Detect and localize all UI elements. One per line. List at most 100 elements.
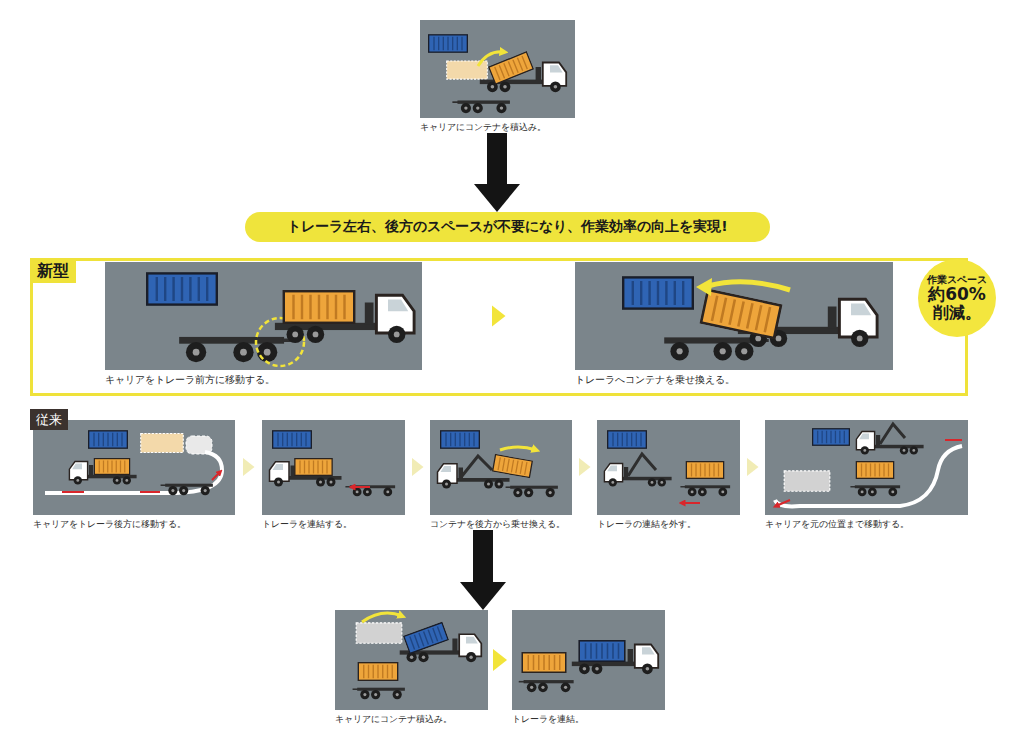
step-panel: キャリアにコンテナを積込み。 — [420, 20, 575, 133]
panel-art — [604, 431, 730, 503]
flow-arrow — [487, 133, 507, 184]
trailer — [161, 484, 213, 496]
container — [441, 431, 480, 448]
truck — [572, 645, 658, 675]
step-panel: トレーラの連結を外す。 — [597, 420, 740, 530]
container — [284, 291, 354, 323]
section-tab: 従来 — [30, 409, 68, 430]
truck — [856, 432, 923, 455]
motion-arrow — [352, 486, 370, 488]
step-arrow — [422, 316, 575, 317]
image-panel — [335, 610, 488, 710]
truck — [480, 63, 566, 93]
container — [813, 429, 850, 445]
hoist-arm — [462, 456, 492, 476]
step-panel: キャリアを元の位置まで移動する。 — [765, 420, 968, 530]
banner-text: トレーラ左右、後方のスペースが不要になり、作業効率の向上を実現! — [287, 218, 727, 236]
panel-art — [353, 613, 482, 699]
step-arrow — [405, 467, 430, 468]
step-caption: コンテナを後方から乗せ換える。 — [430, 519, 572, 530]
badge-text: 削減。 — [933, 304, 981, 322]
truck — [738, 299, 877, 347]
ghost-container — [141, 433, 184, 452]
step-panel: キャリアをトレーラ前方に移動する。 — [105, 262, 422, 385]
image-panel — [420, 20, 575, 118]
step-panel: キャリアをトレーラ後方に移動する。 — [33, 420, 235, 530]
panel-art — [45, 431, 222, 495]
step-caption: キャリアをトレーラ後方に移動する。 — [33, 519, 235, 530]
step-caption: キャリアを元の位置まで移動する。 — [765, 519, 968, 530]
truck — [275, 295, 414, 343]
truck — [69, 462, 136, 485]
step-arrow — [488, 660, 512, 661]
step-caption: トレーラを連結。 — [512, 714, 665, 725]
container — [404, 623, 448, 654]
ghost-container — [447, 61, 488, 79]
container — [686, 462, 723, 479]
route-path — [45, 452, 222, 493]
flow-arrow — [473, 530, 493, 582]
step-arrow — [235, 467, 262, 468]
step-caption: キャリアにコンテナを積込み。 — [420, 122, 575, 133]
container — [623, 277, 693, 308]
hoist-arm — [628, 454, 656, 476]
image-panel — [430, 420, 572, 515]
panel-art — [623, 277, 877, 360]
panel-art — [775, 424, 962, 506]
trailer — [353, 688, 405, 700]
group-label: 新型 — [30, 258, 76, 283]
container — [522, 653, 566, 673]
container — [493, 455, 533, 478]
trailer — [179, 337, 294, 362]
image-panel — [512, 610, 665, 710]
image-panel — [262, 420, 405, 515]
image-panel — [597, 420, 740, 515]
container — [856, 462, 893, 479]
container — [94, 459, 129, 475]
truck — [604, 464, 671, 487]
badge-circle: 作業スペース約60%削減。 — [918, 259, 996, 337]
panel-art — [429, 35, 567, 113]
panel-art — [519, 641, 658, 692]
truck — [438, 464, 510, 489]
step-caption: トレーラへコンテナを乗せ換える。 — [575, 374, 893, 385]
step-panel: トレーラを連結。 — [512, 610, 665, 725]
ghost-truck — [186, 436, 212, 454]
trailer — [850, 485, 900, 496]
motion-arrow — [362, 613, 402, 622]
badge-text: 約60% — [928, 285, 986, 304]
section-label: 従来 — [36, 411, 62, 429]
image-panel — [575, 262, 893, 370]
route-path — [775, 446, 962, 506]
step-panel: トレーラへコンテナを乗せ換える。 — [575, 262, 893, 385]
truck — [400, 634, 482, 662]
trailer — [664, 337, 769, 360]
trailer — [452, 100, 510, 113]
highlight-circle — [256, 318, 304, 366]
container — [429, 35, 468, 52]
motion-arrow — [682, 502, 700, 504]
panel-art — [438, 431, 558, 497]
image-panel — [33, 420, 235, 515]
step-panel: トレーラを連結する。 — [262, 420, 405, 530]
ghost-container — [356, 623, 402, 643]
container — [295, 459, 332, 476]
motion-arrow — [62, 472, 220, 492]
container — [608, 431, 647, 448]
step-panel: コンテナを後方から乗せ換える。 — [430, 420, 572, 530]
trailer — [680, 485, 730, 496]
step-arrow — [740, 467, 765, 468]
panel-art — [270, 431, 396, 496]
step-panel: キャリアにコンテナ積込み。 — [335, 610, 488, 725]
step-arrow — [572, 467, 597, 468]
step-caption: トレーラの連結を外す。 — [597, 519, 740, 530]
motion-arrow — [708, 282, 790, 290]
motion-arrow — [776, 440, 962, 506]
hoist-arm — [880, 424, 905, 444]
group-frame: 新型キャリアをトレーラ前方に移動する。トレーラへコンテナを乗せ換える。作業スペー… — [30, 258, 968, 396]
container — [147, 273, 217, 304]
image-panel — [765, 420, 968, 515]
